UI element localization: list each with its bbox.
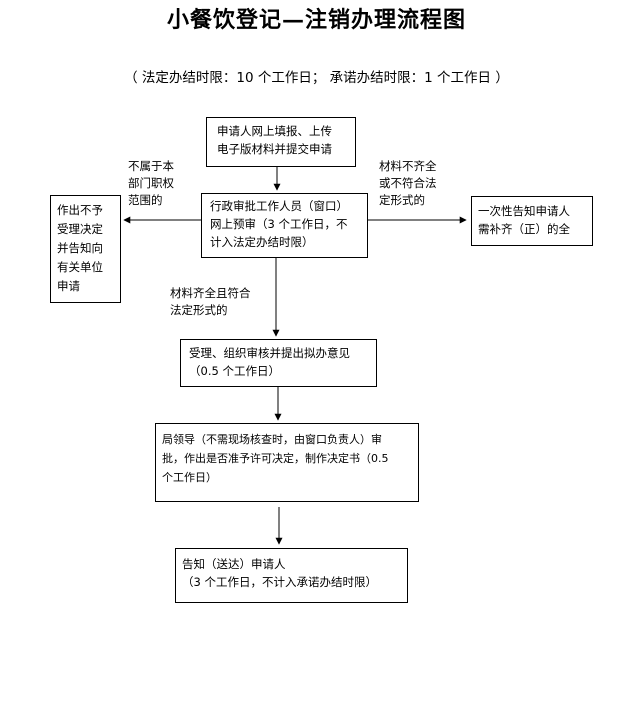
node-reject-line: 有关单位 [57, 260, 103, 274]
node-accept-line: （0.5 个工作日） [189, 364, 280, 378]
node-notify-supplement-line: 一次性告知申请人 [478, 204, 570, 218]
edge-label-complete: 材料齐全且符合 法定形式的 [170, 285, 251, 319]
node-notify: 告知（送达）申请人 （3 个工作日，不计入承诺办结时限） [175, 548, 408, 603]
node-notify-supplement-line: 需补齐（正）的全 [478, 222, 570, 236]
node-notify-line: 告知（送达）申请人 [182, 557, 286, 571]
node-reject-line: 受理决定 [57, 222, 103, 236]
node-pre-review-line: 网上预审（3 个工作日，不 [210, 217, 348, 231]
edge-label-out-of-scope-line: 范围的 [128, 193, 163, 207]
edge-label-complete-line: 材料齐全且符合 [170, 286, 251, 300]
edge-label-out-of-scope: 不属于本 部门职权 范围的 [128, 158, 174, 209]
edge-label-incomplete-line: 定形式的 [379, 193, 425, 207]
node-apply-line: 电子版材料并提交申请 [217, 142, 332, 156]
node-leader-review-line: 批，作出是否准予许可决定，制作决定书（0.5 [162, 452, 389, 465]
edge-label-incomplete-line: 材料不齐全 [379, 159, 437, 173]
edge-label-complete-line: 法定形式的 [170, 303, 228, 317]
node-notify-line: （3 个工作日，不计入承诺办结时限） [182, 575, 377, 589]
edge-label-incomplete-line: 或不符合法 [379, 176, 437, 190]
node-reject-line: 申请 [57, 279, 80, 293]
edge-label-out-of-scope-line: 不属于本 [128, 159, 174, 173]
page-title: 小餐饮登记—注销办理流程图 [166, 7, 466, 33]
page-subtitle: （ 法定办结时限：10 个工作日； 承诺办结时限：1 个工作日 ） [124, 70, 509, 86]
node-pre-review-line: 行政审批工作人员（窗口） [210, 199, 348, 213]
node-leader-review-line: 个工作日） [162, 471, 217, 484]
node-accept-line: 受理、组织审核并提出拟办意见 [189, 346, 350, 360]
node-pre-review: 行政审批工作人员（窗口） 网上预审（3 个工作日，不 计入法定办结时限） [201, 193, 368, 258]
node-leader-review: 局领导（不需现场核查时，由窗口负责人）审 批，作出是否准予许可决定，制作决定书（… [155, 423, 419, 502]
node-reject: 作出不予 受理决定 并告知向 有关单位 申请 [50, 195, 121, 303]
edge-label-out-of-scope-line: 部门职权 [128, 176, 174, 190]
node-reject-line: 作出不予 [57, 203, 103, 217]
node-leader-review-line: 局领导（不需现场核查时，由窗口负责人）审 [162, 433, 382, 446]
node-accept: 受理、组织审核并提出拟办意见 （0.5 个工作日） [180, 339, 377, 387]
node-pre-review-line: 计入法定办结时限） [210, 235, 314, 249]
node-notify-supplement: 一次性告知申请人 需补齐（正）的全 [471, 196, 593, 246]
node-apply: 申请人网上填报、上传 电子版材料并提交申请 [206, 117, 356, 167]
node-reject-line: 并告知向 [57, 241, 103, 255]
node-apply-line: 申请人网上填报、上传 [217, 124, 332, 138]
edge-label-incomplete: 材料不齐全 或不符合法 定形式的 [379, 158, 437, 209]
